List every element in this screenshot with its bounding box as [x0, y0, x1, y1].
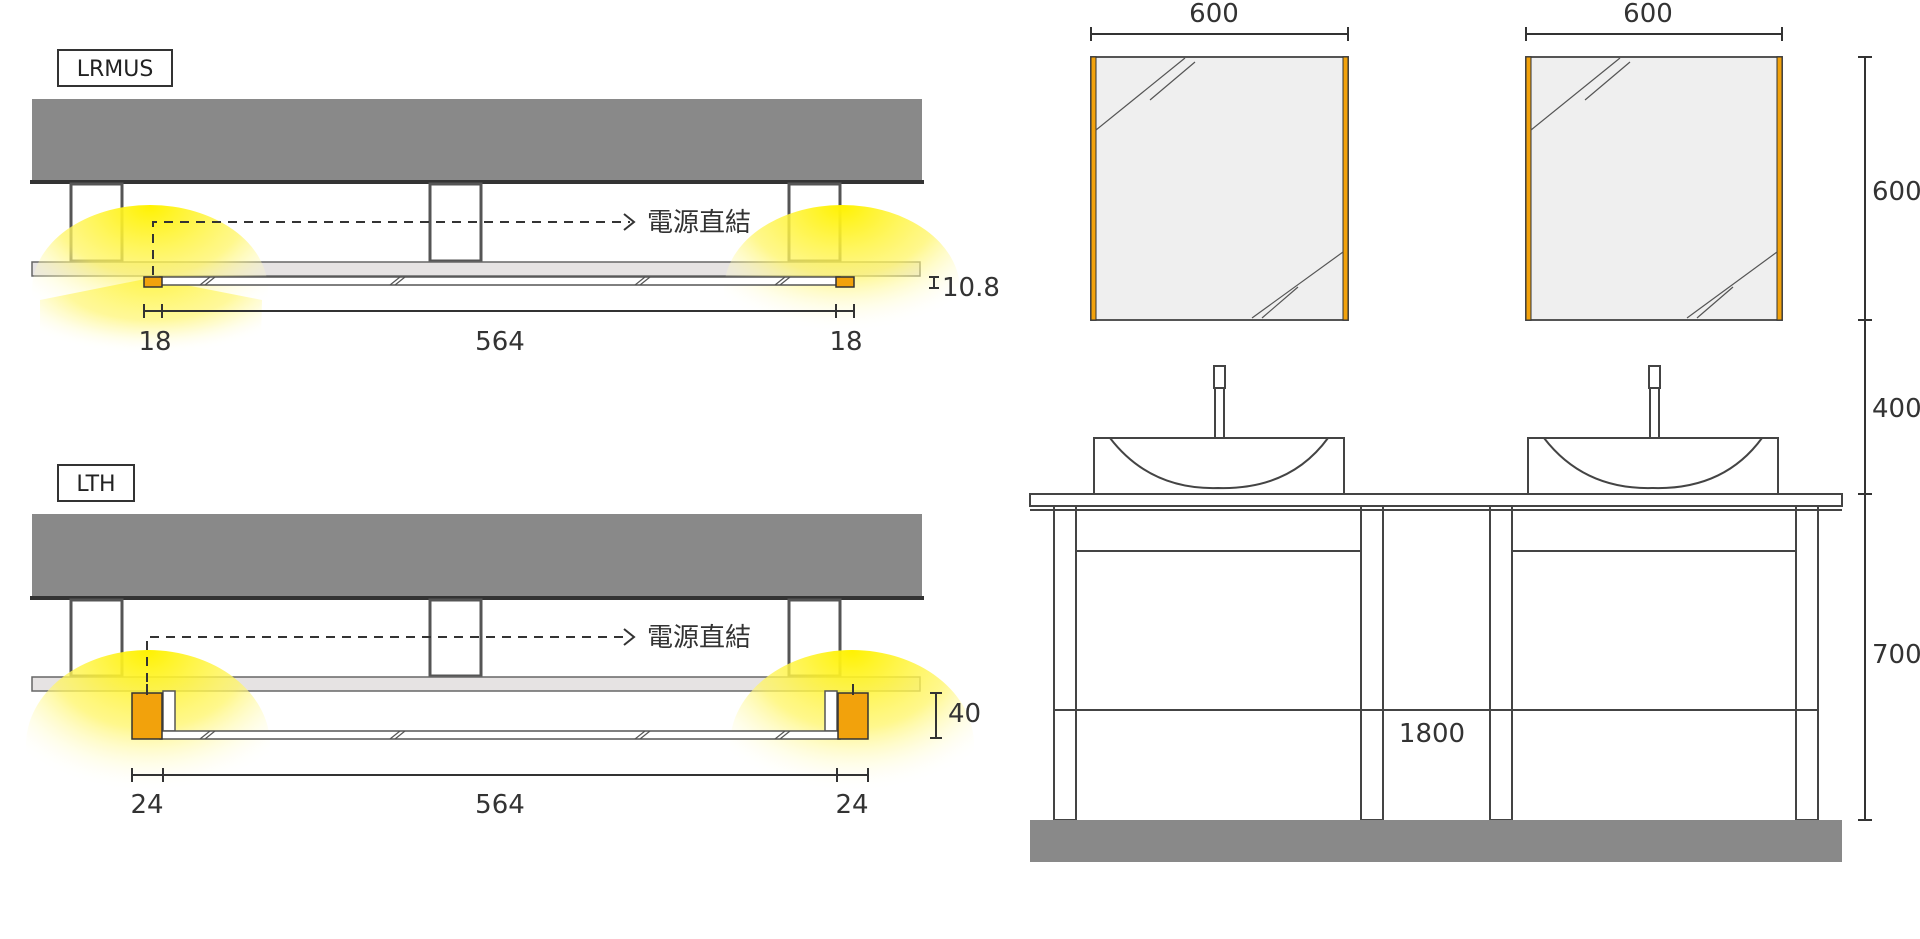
lth-glass-hatch	[199, 730, 791, 740]
lth-power-arrow	[623, 628, 636, 646]
mirror-left-led-left	[1090, 56, 1097, 321]
lrmus-center-width: 564	[475, 327, 525, 357]
lth-right-width: 24	[835, 790, 868, 820]
lrmus-glow-right	[724, 205, 960, 375]
mirror-right-reflection	[1530, 57, 1778, 319]
mirror-right-width-label: 600	[1623, 0, 1673, 29]
lth-width-dim	[131, 768, 869, 782]
lrmus-power-arrow	[623, 213, 636, 231]
faucet-right	[1648, 365, 1661, 439]
lth-glow-left	[26, 650, 270, 840]
lrmus-left-width: 18	[138, 327, 171, 357]
floor	[1030, 820, 1842, 862]
faucet-left	[1213, 365, 1226, 439]
lrmus-tag: LRMUS	[77, 57, 154, 82]
mirror-left-led-right	[1342, 56, 1349, 321]
lth-ceiling-edge	[30, 596, 924, 600]
lth-left-width: 24	[130, 790, 163, 820]
lrmus-tag-box	[57, 49, 173, 87]
lth-tag: LTH	[76, 472, 115, 497]
lth-center-width: 564	[475, 790, 525, 820]
lrmus-ceiling-edge	[30, 180, 924, 184]
lrmus-depth-dim	[929, 276, 939, 289]
mirror-left-width-dim	[1090, 27, 1349, 41]
lth-ceiling	[32, 514, 922, 598]
lth-depth-dim	[930, 692, 942, 739]
lth-led-left	[131, 692, 163, 740]
lrmus-depth-label: 10.8	[942, 273, 1000, 303]
height-gap-label: 400	[1872, 394, 1920, 424]
lth-led-right	[837, 692, 869, 740]
lrmus-glow-left	[32, 205, 268, 375]
lth-section: LTH 電源直結 40	[26, 464, 981, 840]
lrmus-power-line	[152, 221, 630, 275]
mirror-right-width-dim	[1525, 27, 1783, 41]
lrmus-right-width: 18	[829, 327, 862, 357]
lth-bracket-left	[162, 690, 176, 732]
lth-depth-label: 40	[948, 699, 981, 729]
lrmus-power-label: 電源直結	[647, 208, 751, 238]
total-width-label: 1800	[1399, 719, 1465, 749]
lrmus-glass	[159, 276, 841, 286]
basin-left	[1093, 437, 1345, 495]
lrmus-ceiling	[32, 99, 922, 183]
vanity-counter	[1029, 493, 1843, 507]
lrmus-led-right	[835, 276, 855, 288]
basin-right	[1527, 437, 1779, 495]
elevation-view: 600 600	[1029, 0, 1920, 862]
lrmus-glass-hatch	[199, 276, 791, 286]
lth-tag-box	[57, 464, 135, 502]
mirror-right-glass	[1525, 56, 1783, 321]
vanity-cabinet	[1030, 505, 1842, 821]
lrmus-section: LRMUS 電源直結 10.8	[30, 49, 1000, 380]
height-vanity-label: 700	[1872, 640, 1920, 670]
lrmus-led-left	[143, 276, 163, 288]
mirror-right	[1525, 56, 1783, 321]
height-mirror-label: 600	[1872, 177, 1920, 207]
mirror-right-led-left	[1525, 56, 1532, 321]
lth-power-label: 電源直結	[647, 623, 751, 653]
height-dims	[1858, 56, 1872, 821]
mirror-left-width-label: 600	[1189, 0, 1239, 29]
lth-glass	[159, 730, 841, 740]
lrmus-width-dim	[143, 304, 855, 318]
lth-bracket-right	[824, 690, 838, 732]
mirror-left-glass	[1090, 56, 1349, 321]
mirror-left	[1090, 56, 1349, 321]
lth-glow-right	[730, 650, 974, 840]
mirror-left-reflection	[1095, 57, 1344, 319]
mirror-right-led-right	[1776, 56, 1783, 321]
